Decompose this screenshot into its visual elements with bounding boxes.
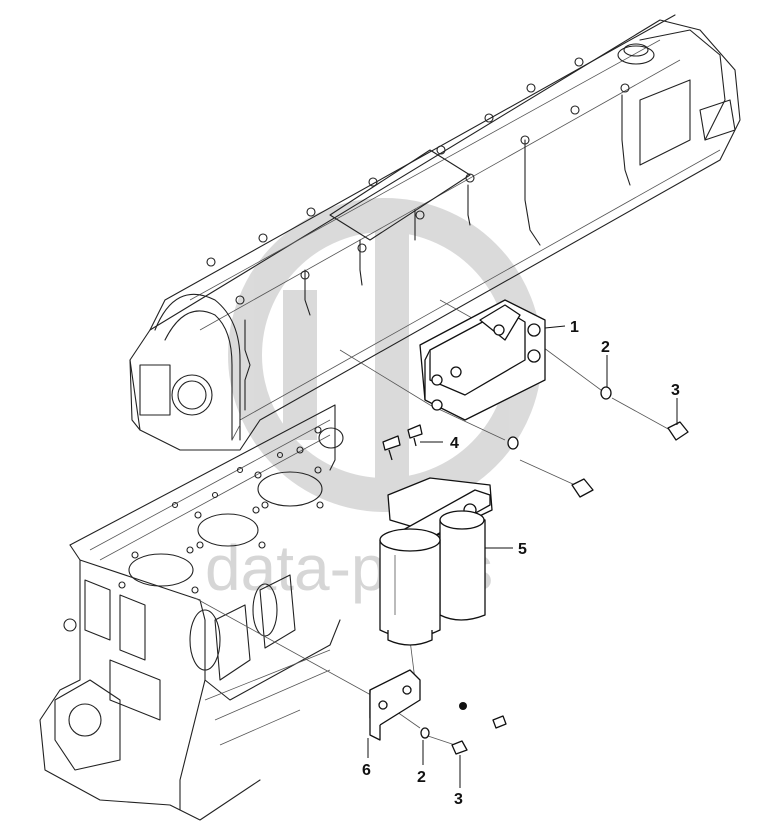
callout-3-lower: 3 <box>454 791 463 808</box>
part-6-lower-bracket <box>369 669 421 741</box>
callout-4: 4 <box>450 435 459 452</box>
callout-6: 6 <box>362 762 371 779</box>
assembly-lines <box>194 299 671 746</box>
engine-block-outline <box>39 404 344 821</box>
part-2-washer-lower <box>420 727 430 739</box>
callout-2-lower: 2 <box>417 769 426 786</box>
callout-2-upper: 2 <box>601 339 610 356</box>
loose-fasteners <box>459 702 507 729</box>
callout-leaders <box>367 325 678 788</box>
part-4-bolts <box>382 424 423 461</box>
callout-3-upper: 3 <box>671 382 680 399</box>
cylinder-head-outline <box>129 14 741 451</box>
callout-1: 1 <box>570 319 579 336</box>
part-5-fuel-filter <box>379 477 493 646</box>
part-2-washer-upper <box>507 386 612 450</box>
part-1-bracket <box>419 299 546 421</box>
part-3-bolt-upper <box>571 421 689 498</box>
part-3-bolt-lower <box>451 740 468 755</box>
callout-5: 5 <box>518 541 527 558</box>
